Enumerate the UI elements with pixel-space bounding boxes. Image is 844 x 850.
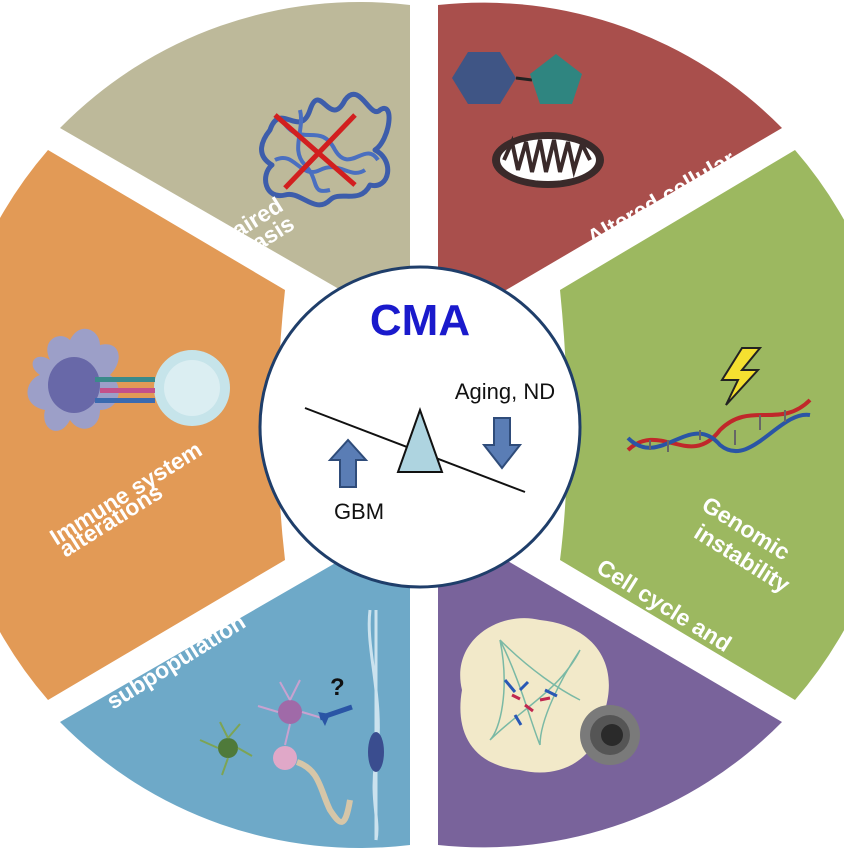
mitochondrion-and-molecules-icon — [452, 52, 604, 188]
tangled-protein-crossed-icon — [259, 91, 392, 208]
segment-stem-cell-wedge — [60, 520, 410, 848]
segment-cell-cycle: Cell cycle and senescence — [438, 520, 782, 848]
center-circle-group: CMA GBM Aging, ND — [258, 265, 582, 589]
up-arrow-icon — [327, 438, 369, 488]
segment-genomic-wedge — [560, 150, 844, 700]
mitosis-cell-icon — [460, 618, 640, 773]
segment-proteostasis-wedge — [60, 2, 410, 330]
segment-immune-wedge — [0, 150, 285, 700]
center-title: CMA — [370, 296, 470, 345]
down-arrow-icon — [481, 417, 523, 470]
aging-nd-label: Aging, ND — [455, 379, 555, 404]
stem-cell-question-mark: ? — [330, 674, 345, 701]
neural-stem-cell-icon — [199, 609, 384, 841]
dna-lightning-icon — [626, 347, 812, 454]
fulcrum-triangle — [396, 407, 444, 473]
immune-synapse-icon — [27, 328, 230, 431]
segment-genomic: Genomic instability — [560, 150, 844, 700]
gbm-label: GBM — [334, 499, 384, 524]
segment-energetics-wedge — [438, 2, 782, 330]
segment-immune: Immune system alterations — [0, 150, 285, 700]
